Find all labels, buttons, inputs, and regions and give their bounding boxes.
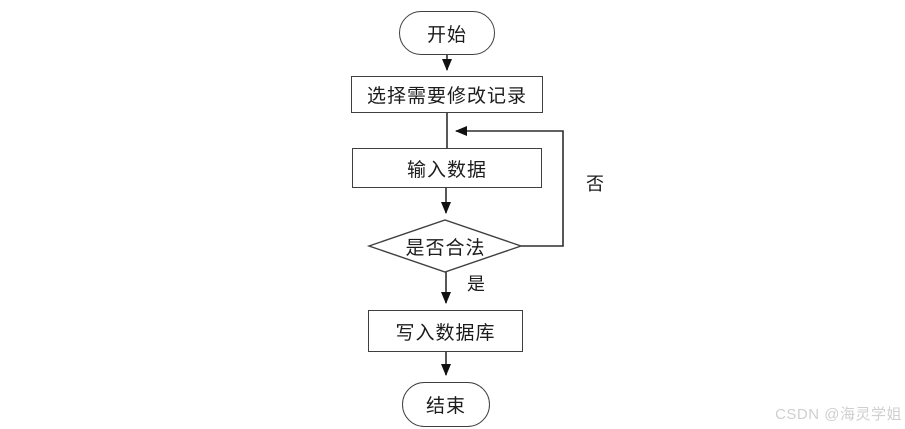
node-decision-shape [366,219,524,273]
edge-label-yes: 是 [467,274,485,295]
node-start: 开始 [399,11,495,55]
node-decision-label: 是否合法 [405,236,486,259]
node-select-record: 选择需要修改记录 [351,76,543,113]
node-input-data: 输入数据 [352,148,542,188]
node-write-database-label: 写入数据库 [395,321,496,344]
node-select-record-label: 选择需要修改记录 [366,85,527,107]
watermark: CSDN @海灵学姐 [775,406,902,423]
node-start-label: 开始 [426,23,467,46]
node-end-label: 结束 [425,395,466,417]
node-write-database: 写入数据库 [368,310,523,352]
edge-label-no: 否 [586,174,604,195]
edge-decision-no-loop [455,126,564,247]
node-end: 结束 [402,382,490,427]
node-input-data-label: 输入数据 [406,158,487,181]
